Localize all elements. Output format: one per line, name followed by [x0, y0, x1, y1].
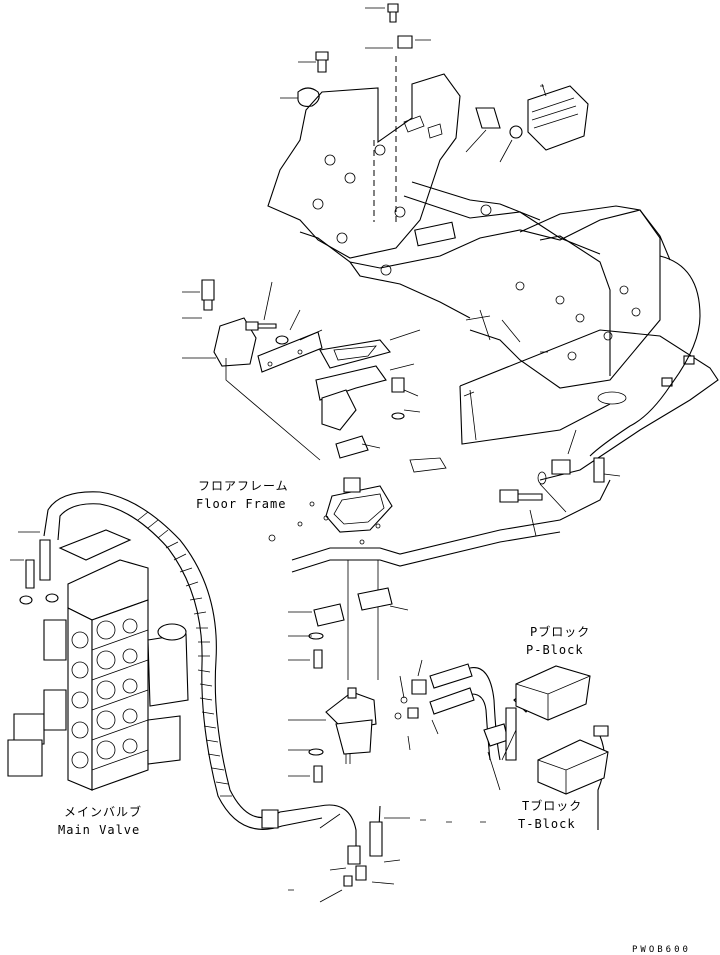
floor-frame-label-en: Floor Frame [196, 497, 286, 511]
t-block-label-en: T-Block [518, 817, 576, 831]
p-block-label-en: P-Block [526, 643, 584, 657]
pedal-bracket [182, 279, 421, 461]
main-valve [7, 529, 189, 791]
t-block [537, 739, 609, 795]
floor-frame-label-jp: フロアフレーム [198, 479, 289, 493]
floor-panel [268, 429, 621, 573]
upper-bracket [267, 3, 589, 259]
p-block [515, 665, 591, 721]
t-block-label-jp: Tブロック [522, 798, 582, 813]
main-frame [299, 181, 719, 481]
main-valve-label-en: Main Valve [58, 823, 140, 837]
drawing-code: PWOB600 [632, 945, 691, 955]
main-valve-label-jp: メインバルブ [64, 804, 142, 819]
p-block-label-jp: Pブロック [530, 624, 590, 639]
center-valve [288, 560, 475, 783]
